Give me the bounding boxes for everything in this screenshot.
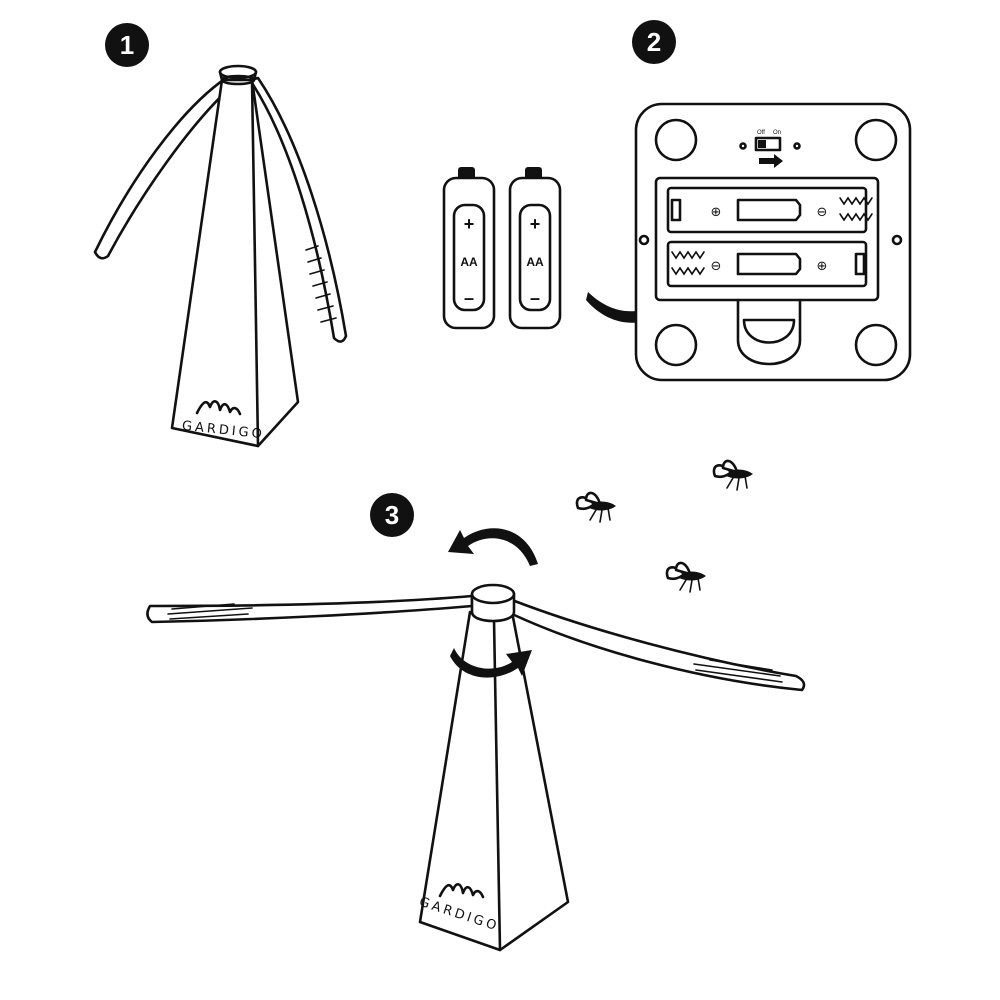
rotation-arrow-icon xyxy=(448,528,538,566)
fly-icon xyxy=(712,459,753,491)
polarity-minus: ⊖ xyxy=(817,205,828,220)
fan-blade-left xyxy=(93,76,234,260)
aa-battery-2: + AA – xyxy=(508,167,562,330)
step-1-number: 1 xyxy=(120,30,134,60)
aa-battery-icon xyxy=(442,176,496,330)
flat-contact xyxy=(854,252,866,276)
switch-on-label: On xyxy=(773,130,781,136)
aa-battery-icon xyxy=(508,176,562,330)
on-off-switch-icon: Off On xyxy=(739,130,801,168)
battery-compartment: Off On ⊕ ⊖ ⊖ ⊕ xyxy=(634,102,912,382)
battery-negative: – xyxy=(530,288,540,308)
rubber-foot xyxy=(654,118,698,162)
battery-slot-top xyxy=(666,186,868,234)
spring-contact-icon xyxy=(671,250,705,276)
rubber-foot xyxy=(654,323,698,367)
battery-type-label: AA xyxy=(460,255,478,269)
rubber-foot xyxy=(854,118,898,162)
gardigo-logo-icon xyxy=(438,883,485,899)
fan-base-body xyxy=(170,78,300,448)
gardigo-logo-icon xyxy=(195,400,242,416)
step-3-badge: 3 xyxy=(370,493,414,537)
battery-slot-bottom xyxy=(666,240,868,288)
spring-contact-icon xyxy=(839,196,873,222)
step-2-badge: 2 xyxy=(632,20,676,64)
blade-grip-ridges xyxy=(305,245,337,323)
battery-negative: – xyxy=(464,288,474,308)
screw xyxy=(638,234,650,246)
polarity-plus: ⊕ xyxy=(711,205,722,220)
polarity-minus: ⊖ xyxy=(711,259,722,274)
step-3-number: 3 xyxy=(385,500,399,530)
fan-blade-right xyxy=(248,76,348,343)
battery-slot-frame xyxy=(654,176,880,302)
blade-grip-ridges xyxy=(693,659,783,683)
switch-direction-arrow xyxy=(759,154,783,168)
battery-positive: + xyxy=(464,214,475,234)
battery-positive: + xyxy=(530,214,541,234)
battery-type-label: AA xyxy=(526,255,544,269)
fly-icon xyxy=(665,561,706,593)
step-2-number: 2 xyxy=(647,27,661,57)
aa-battery-1: + AA – xyxy=(442,167,496,330)
step-3-spinning-fan: GARDIGO xyxy=(146,583,806,952)
rubber-foot xyxy=(854,323,898,367)
polarity-plus: ⊕ xyxy=(817,259,828,274)
fan-blade-right xyxy=(510,598,806,692)
flat-contact xyxy=(670,198,682,222)
rotation-arrow-icon xyxy=(450,648,532,678)
step-1-badge: 1 xyxy=(105,23,149,67)
screw xyxy=(891,234,903,246)
step-1-folded-fan: GARDIGO xyxy=(93,64,348,448)
switch-off-label: Off xyxy=(757,130,765,136)
blade-grip-ridges xyxy=(167,603,253,620)
battery-lid-latch xyxy=(736,298,802,366)
fly-icon xyxy=(575,491,616,523)
